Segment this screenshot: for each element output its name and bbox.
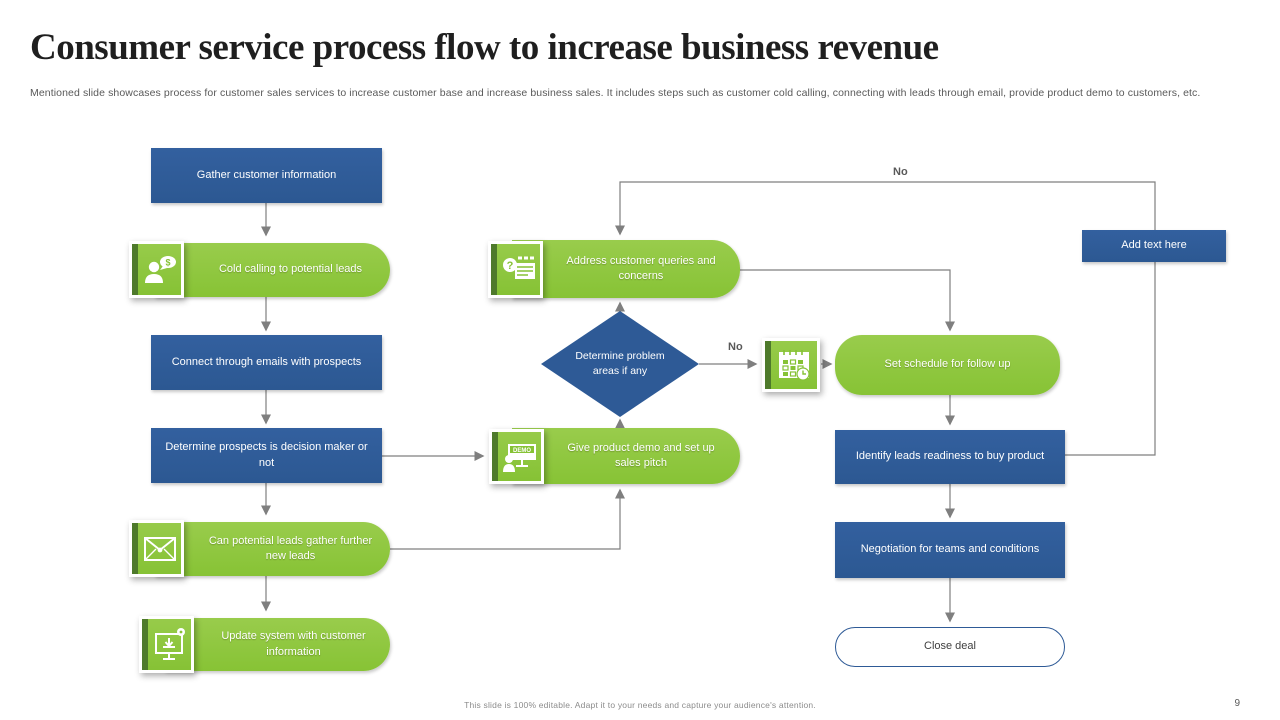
svg-text:DEMO: DEMO [513,447,531,453]
node-set-schedule[interactable]: Set schedule for follow up [835,335,1060,395]
node-address-customer-queries[interactable]: Address customer queries and concerns [512,240,740,298]
node-negotiation[interactable]: Negotiation for teams and conditions [835,522,1065,578]
tile-accent-strip [132,244,138,295]
node-label: Can potential leads gather further new l… [208,534,373,562]
calendar-icon [779,350,810,381]
node-determine-prospects[interactable]: Determine prospects is decision maker or… [151,428,382,483]
page-title: Consumer service process flow to increas… [30,27,939,68]
node-label: Negotiation for teams and conditions [860,543,1040,556]
node-give-product-demo[interactable]: Give product demo and set up sales pitch [512,428,740,484]
page-number: 9 [1234,698,1240,709]
tile-accent-strip [491,244,497,295]
node-label: Cold calling to potential leads [218,263,363,276]
node-identify-leads-readiness[interactable]: Identify leads readiness to buy product [835,430,1065,484]
node-connect-through-emails[interactable]: Connect through emails with prospects [151,335,382,390]
cold-call-icon: $ [144,255,176,283]
node-label: Determine prospects is decision maker or… [165,441,368,469]
node-label: Identify leads readiness to buy product [855,450,1045,463]
node-close-deal[interactable]: Close deal [835,627,1065,667]
edge-label-no-branch: No [728,341,743,353]
faq-icon: ? [502,256,535,279]
svg-text:$: $ [165,257,170,267]
demo-icon-tile: DEMO [489,429,544,484]
system-update-icon-tile [139,616,194,673]
node-label: Update system with customer information [221,630,366,658]
system-update-icon [154,627,185,660]
node-cold-calling[interactable]: Cold calling to potential leads [155,243,390,297]
tile-accent-strip [765,341,771,389]
faq-icon-tile: ? [488,241,543,298]
demo-icon: DEMO [502,443,536,472]
node-label: Gather customer information [196,168,337,181]
node-determine-problem-areas[interactable]: Determine problem areas if any [541,311,699,417]
node-label: Set schedule for follow up [884,358,1011,371]
node-label: Close deal [924,640,976,653]
envelope-icon [143,536,176,561]
tile-accent-strip [142,619,148,670]
node-label: Give product demo and set up sales pitch [567,441,715,469]
node-update-system[interactable]: Update system with customer information [165,618,390,671]
footer-note: This slide is 100% editable. Adapt it to… [464,700,816,710]
slide-description: Mentioned slide showcases process for cu… [30,87,1201,99]
node-label: Connect through emails with prospects [171,355,362,368]
envelope-icon-tile [129,520,184,577]
node-label: Address customer queries and concerns [566,254,716,282]
node-label: Determine problem areas if any [575,350,665,377]
tile-accent-strip [132,523,138,574]
decision-diamond-shape [541,311,699,417]
node-can-potential-leads[interactable]: Can potential leads gather further new l… [155,522,390,576]
node-add-text-here[interactable]: Add text here [1082,230,1226,262]
tile-accent-strip [492,432,498,481]
node-label: Add text here [1121,239,1187,252]
calendar-icon-tile [762,338,820,392]
edge-label-no-top: No [893,166,908,178]
svg-text:?: ? [506,260,513,272]
node-gather-customer-information[interactable]: Gather customer information [151,148,382,203]
cold-call-icon-tile: $ [129,241,184,298]
